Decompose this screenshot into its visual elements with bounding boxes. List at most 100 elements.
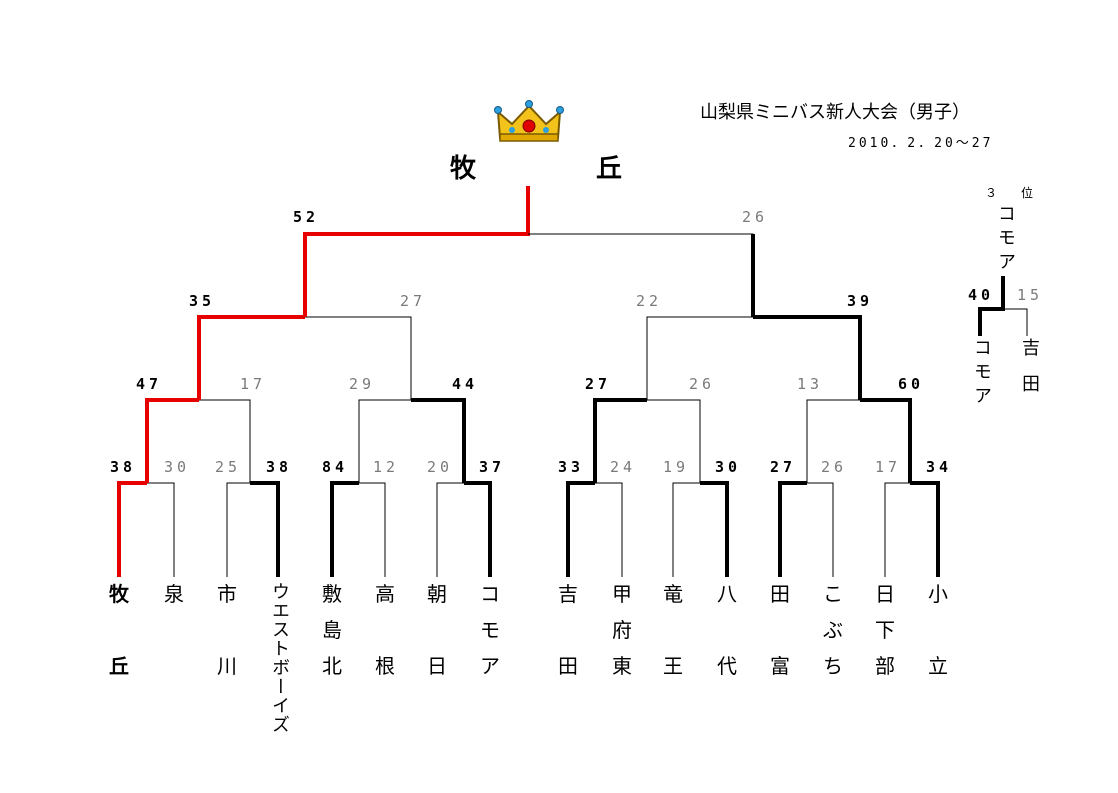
third-place-team-yoshida: 吉田: [1019, 338, 1040, 410]
bracket-line-westboys: [250, 481, 280, 577]
score-r1-10: 24: [610, 458, 637, 476]
team-asahi: 朝 日: [422, 576, 452, 684]
third-place-lines: [978, 276, 1028, 336]
team-ichikawa-line3: 川: [217, 654, 237, 678]
team-asahi-line3: 日: [427, 654, 447, 678]
round3-lines: [197, 315, 862, 400]
tournament-date: 2010．2．20～27: [848, 136, 994, 151]
team-ryuo-line3: 王: [663, 654, 683, 678]
bracket-line-yoshida: [566, 481, 595, 577]
score-r3-4: 39: [847, 292, 874, 310]
bracket-line-r2-1: [145, 398, 199, 483]
bracket-line-comoa: [464, 481, 492, 577]
third-place-label: ３ 位: [985, 186, 1040, 200]
team-izumi-line3: [159, 648, 189, 684]
tournament-title: 山梨県ミニバス新人大会（男子）: [700, 102, 970, 123]
bracket-line-kusakabe: [884, 482, 910, 577]
score-r1-15: 17: [875, 458, 902, 476]
score-r3-1: 35: [189, 292, 216, 310]
team-makioka: 牧 丘: [104, 576, 134, 684]
team-yoshida-line1: 吉: [558, 582, 578, 606]
team-comoa: コ モ ア: [475, 576, 505, 684]
bracket-line-r2-5: [593, 398, 647, 483]
bracket-line-asahi: [436, 482, 464, 577]
team-kusakabe-line1: 日: [875, 582, 895, 606]
team-yoshida-line2: [553, 612, 583, 648]
third-line-yoshida: [1003, 308, 1028, 336]
score-r1-4: 38: [266, 458, 293, 476]
score-r2-5: 27: [585, 375, 612, 393]
third-place-score-loser: 15: [1017, 286, 1044, 304]
team-kusakabe: 日 下 部: [870, 576, 900, 684]
team-kofuhigashi: 甲 府 東: [607, 576, 637, 684]
team-westboys: ウエストボーイズ: [269, 582, 290, 734]
score-r2-7: 13: [797, 375, 824, 393]
score-r1-12: 30: [715, 458, 742, 476]
team-oda-line3: 立: [928, 654, 948, 678]
crown-icon: [494, 100, 564, 142]
bracket-line-yatsushiro: [700, 481, 729, 577]
score-r1-3: 25: [215, 458, 242, 476]
team-ryuo: 竜 王: [658, 576, 688, 684]
final-lines: [303, 186, 755, 317]
bracket-line-final-left: [303, 186, 530, 317]
team-comoa-line1: コ: [480, 582, 500, 606]
team-ryuo-line2: [658, 612, 688, 648]
team-shikishimakita: 敷 島 北: [317, 576, 347, 684]
score-r1-9: 33: [558, 458, 585, 476]
score-r2-2: 17: [240, 375, 267, 393]
bracket-line-ichikawa: [226, 482, 250, 577]
score-r2-6: 26: [689, 375, 716, 393]
score-r1-14: 26: [821, 458, 848, 476]
team-izumi: 泉: [159, 576, 189, 684]
score-r1-16: 34: [926, 458, 953, 476]
bracket-line-takane: [359, 482, 386, 577]
bracket-line-izumi: [147, 482, 175, 577]
team-yatsushiro-line2: [712, 612, 742, 648]
team-makioka-line3: 丘: [109, 654, 129, 678]
team-kusakabe-line2: 下: [875, 618, 895, 642]
team-tomi-line2: [765, 612, 795, 648]
team-takane-line1: 高: [375, 582, 395, 606]
team-yatsushiro: 八 代: [712, 576, 742, 684]
team-oda: 小 立: [923, 576, 953, 684]
bracket-line-r2-8: [860, 398, 912, 483]
champion-name-left: 牧: [450, 154, 477, 184]
team-makioka-line1: 牧: [109, 582, 129, 606]
team-kobuchi-line2: ぶ: [823, 618, 843, 642]
team-ichikawa-line1: 市: [217, 582, 237, 606]
bracket-line-r3-4: [753, 315, 862, 400]
team-kofuhigashi-line1: 甲: [612, 582, 632, 606]
team-oda-line1: 小: [928, 582, 948, 606]
bracket-line-r2-2: [199, 399, 251, 483]
bracket-line-kobuchi: [807, 482, 834, 577]
champion-name-right: 丘: [596, 154, 623, 184]
team-yoshida-line3: 田: [558, 654, 578, 678]
team-kofuhigashi-line2: 府: [612, 618, 632, 642]
team-izumi-line1: 泉: [164, 582, 184, 606]
team-makioka-line2: [104, 612, 134, 648]
bracket-line-shikishimakita: [330, 481, 359, 577]
team-kobuchi: こ ぶ ち: [818, 576, 848, 684]
bracket-line-tomi: [778, 481, 807, 577]
score-r1-13: 27: [770, 458, 797, 476]
team-kobuchi-line3: ち: [823, 654, 843, 678]
team-yatsushiro-line1: 八: [717, 582, 737, 606]
bracket-line-ryuo: [672, 482, 700, 577]
team-shikishimakita-line2: 島: [322, 618, 342, 642]
bracket-line-r2-4: [411, 398, 466, 483]
team-comoa-line3: ア: [480, 654, 500, 678]
third-place-team-comoa: コモア: [971, 338, 992, 410]
score-r1-8: 37: [479, 458, 506, 476]
score-r1-1: 38: [110, 458, 137, 476]
team-tomi: 田 富: [765, 576, 795, 684]
score-r2-8: 60: [898, 375, 925, 393]
score-r1-6: 12: [373, 458, 400, 476]
team-oda-line2: [923, 612, 953, 648]
round1-lines: [117, 481, 940, 577]
bracket-line-r3-1: [197, 315, 305, 400]
team-takane-line2: [370, 612, 400, 648]
team-asahi-line1: 朝: [427, 582, 447, 606]
team-kobuchi-line1: こ: [823, 582, 843, 606]
